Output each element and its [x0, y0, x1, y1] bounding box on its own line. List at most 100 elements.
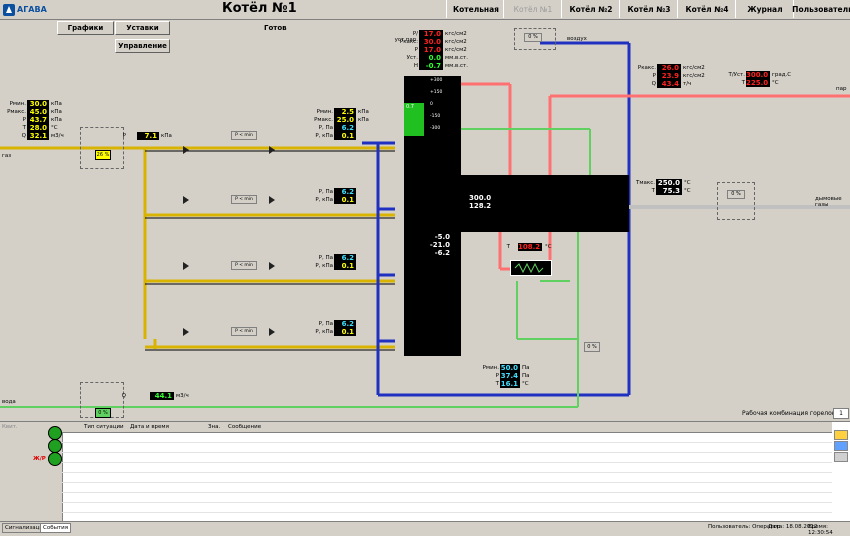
reading-value: 30.0 — [27, 100, 49, 108]
reading-value: 128.2 — [469, 202, 492, 210]
alarm-col-header[interactable]: Тип ситуации — [84, 424, 124, 430]
reading-unit: кПа — [358, 109, 369, 115]
reading-unit: т/ч — [683, 81, 692, 87]
reading-label: Т — [741, 80, 745, 86]
reading-unit: Па — [522, 373, 530, 379]
drum-scale-tick: 0 — [430, 102, 433, 107]
reading-value: 300.0 — [469, 194, 492, 202]
reading-label: Ркакс. — [637, 65, 656, 71]
water-reg-pct[interactable]: 0 % — [95, 408, 111, 418]
reading-unit: °С — [522, 381, 529, 387]
valve-icon[interactable] — [269, 262, 275, 270]
reading-unit: кгс/см2 — [445, 31, 467, 37]
eco-temp-label: Т — [506, 244, 510, 250]
alarm-col-header[interactable]: Зна. — [208, 424, 221, 430]
reading-value: 6.2 — [334, 320, 356, 328]
alarm-grid-line — [62, 482, 832, 483]
nav-tab-5[interactable]: Журнал — [735, 0, 795, 18]
reading-label: Р, Па — [318, 255, 333, 261]
valve-icon[interactable] — [183, 328, 189, 336]
nav-tab-3[interactable]: Котёл №3 — [619, 0, 679, 18]
reading-unit: °С — [51, 125, 58, 131]
burner-valve-label[interactable]: Р < min — [231, 327, 257, 336]
ack-alarm-icon[interactable] — [48, 452, 62, 466]
ack-header: Квит. — [2, 424, 18, 430]
reading-unit: град.С — [772, 72, 792, 78]
burner-valve-label[interactable]: Р < min — [231, 261, 257, 270]
reading-value: 26.0 — [657, 64, 681, 72]
valve-icon[interactable] — [183, 262, 189, 270]
burner-combo-value[interactable]: 1 — [833, 408, 849, 419]
air-pipes — [362, 41, 631, 397]
nav-tab-2[interactable]: Котёл №2 — [561, 0, 621, 18]
setpoints-button[interactable]: Уставки — [115, 21, 170, 35]
status-bar: Сигнализация События Пользователь: Опера… — [0, 521, 850, 536]
alarm-grid-line — [62, 472, 832, 473]
reading-unit: кПа — [51, 109, 62, 115]
valve-icon[interactable] — [269, 146, 275, 154]
reading-unit: °С — [684, 188, 691, 194]
alarm-col-header[interactable]: Дата и время — [130, 424, 169, 430]
reading-value: 225.0 — [746, 79, 770, 87]
water-valve-pct[interactable]: 0 % — [584, 342, 600, 352]
control-button[interactable]: Управление — [115, 39, 170, 53]
gas-label: газ — [2, 153, 12, 159]
steam-label: пар — [836, 86, 847, 92]
reading-value: 23.9 — [657, 72, 681, 80]
reading-unit: °С — [772, 80, 779, 86]
reading-unit: кгс/см2 — [445, 47, 467, 53]
reading-label: Р, кПа — [315, 329, 333, 335]
settings-icon[interactable] — [834, 452, 848, 462]
reading-unit: мм.в.ст. — [445, 63, 469, 69]
print-icon[interactable] — [834, 430, 848, 440]
economizer — [510, 260, 552, 276]
gas-after-value: 7.1 — [137, 132, 159, 140]
reading-value: 43.4 — [657, 80, 681, 88]
air-fan-box — [514, 28, 556, 50]
ack-all-icon[interactable] — [48, 426, 62, 440]
water-flow-value: 44.1 — [150, 392, 174, 400]
valve-icon[interactable] — [269, 328, 275, 336]
alarm-col-header[interactable]: Сообщение — [228, 424, 262, 430]
reading-unit: кгс/см2 — [683, 65, 705, 71]
filter-icon[interactable] — [834, 441, 848, 451]
gas-reg-pct[interactable]: 26 % — [95, 150, 111, 160]
reading-value: 17.0 — [419, 46, 443, 54]
reading-value: -0.7 — [419, 62, 443, 70]
nav-tab-1[interactable]: Котёл №1 — [503, 0, 563, 18]
burner-valve-label[interactable]: Р < min — [231, 131, 257, 140]
gas-regulator-box — [80, 127, 124, 169]
nav-tab-0[interactable]: Котельная — [446, 0, 506, 18]
gas-after-unit: кПа — [161, 133, 172, 139]
eco-temp-value: 108.2 — [518, 243, 542, 251]
water-flow-unit: м3/ч — [176, 393, 189, 399]
reading-label: Р — [22, 117, 26, 123]
reading-value: 0.0 — [419, 54, 443, 62]
alarm-table-header: Тип ситуации Дата и время Зна. Сообщение — [62, 422, 832, 433]
reading-label: Q — [21, 133, 26, 139]
nav-tab-6[interactable]: Пользователь — [792, 0, 850, 18]
valve-icon[interactable] — [183, 196, 189, 204]
valve-icon[interactable] — [183, 146, 189, 154]
tab-events[interactable]: События — [40, 523, 72, 533]
reading-value: 25.0 — [334, 116, 356, 124]
reading-value: 6.2 — [334, 254, 356, 262]
reading-label: Тмакс. — [449, 195, 468, 201]
burner-valve-label[interactable]: Р < min — [231, 195, 257, 204]
drum-level-value: 0.7 — [406, 104, 414, 110]
flue-fan-pct[interactable]: 0 % — [727, 190, 745, 199]
graphs-button[interactable]: Графики — [57, 21, 114, 35]
reading-value: 2.5 — [334, 108, 356, 116]
water-pipes — [0, 128, 591, 408]
drum-scale-tick: -300 — [430, 126, 441, 131]
reading-value: -5.0 — [426, 233, 452, 241]
valve-icon[interactable] — [269, 196, 275, 204]
reading-value: 0.1 — [334, 132, 356, 140]
reading-label: Sуст. — [410, 242, 425, 248]
reading-value: -21.0 — [426, 241, 452, 249]
ack-warning-icon[interactable] — [48, 439, 62, 453]
reading-value: 6.2 — [334, 188, 356, 196]
air-fan-pct[interactable]: 0 % — [524, 33, 542, 42]
nav-tab-4[interactable]: Котёл №4 — [677, 0, 737, 18]
